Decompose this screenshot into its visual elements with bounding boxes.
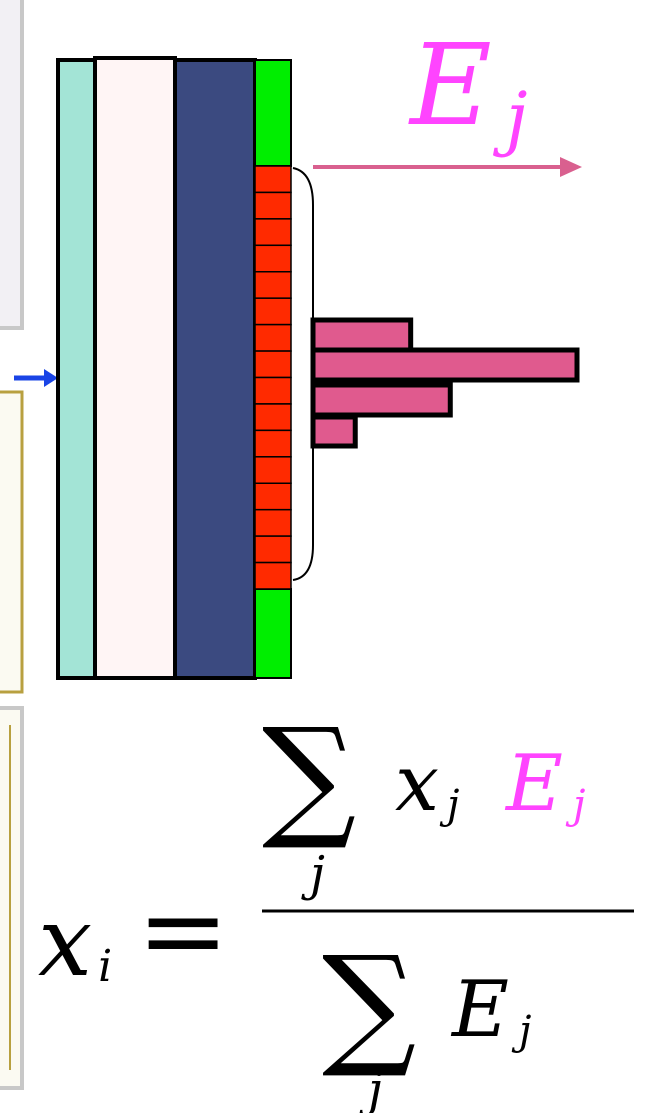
readout-cell	[254, 218, 292, 247]
incident-beam-arrow	[14, 369, 58, 387]
histogram-bar	[310, 317, 414, 353]
readout-cell	[254, 535, 292, 564]
readout-cell	[254, 323, 292, 352]
layer-2	[93, 56, 177, 680]
cell-group-bracket	[292, 167, 314, 581]
denominator-sum-symbol: ∑	[322, 928, 416, 1082]
histogram-bar	[310, 347, 580, 383]
energy-label-subscript: j	[493, 77, 528, 159]
histogram-bar	[310, 382, 453, 418]
readout-cell	[254, 244, 292, 273]
readout-cell	[254, 403, 292, 432]
histogram-bar	[310, 414, 358, 449]
readout-cell	[254, 271, 292, 299]
lhs-x-subscript: i	[98, 941, 112, 992]
readout-cell	[254, 297, 292, 326]
left-panel-middle	[0, 390, 24, 694]
readout-cells	[254, 165, 292, 590]
readout-cell	[254, 508, 292, 537]
readout-cell	[254, 482, 292, 511]
numerator-energy: E	[504, 739, 563, 829]
numerator-energy-subscript: j	[565, 782, 585, 828]
readout-cell	[254, 456, 292, 484]
energy-histogram	[310, 317, 580, 449]
readout-cell	[254, 376, 292, 405]
readout-cell	[254, 191, 292, 220]
lhs-x: x	[38, 886, 92, 998]
denominator-energy: E	[450, 965, 509, 1055]
numerator-x: x	[395, 739, 439, 829]
denominator-energy-subscript: j	[511, 1008, 531, 1054]
left-panels	[0, 0, 24, 1090]
numerator-sum-symbol: ∑	[262, 700, 356, 854]
green-strip-top	[254, 59, 292, 167]
green-strip-bottom	[254, 588, 292, 679]
readout-cell	[254, 350, 292, 379]
numerator-x-subscript: j	[439, 782, 459, 828]
readout-cell	[254, 429, 292, 458]
detector-stack	[56, 56, 292, 680]
readout-cell	[254, 165, 292, 194]
equals-sign: =	[137, 866, 229, 994]
energy-arrow	[313, 157, 582, 177]
layer-1	[56, 58, 97, 680]
numerator-sum-index: j	[301, 846, 325, 902]
readout-cell	[254, 561, 292, 590]
energy-label-symbol: E	[408, 21, 492, 151]
layer-3	[173, 58, 257, 680]
left-panel-top	[0, 0, 24, 330]
